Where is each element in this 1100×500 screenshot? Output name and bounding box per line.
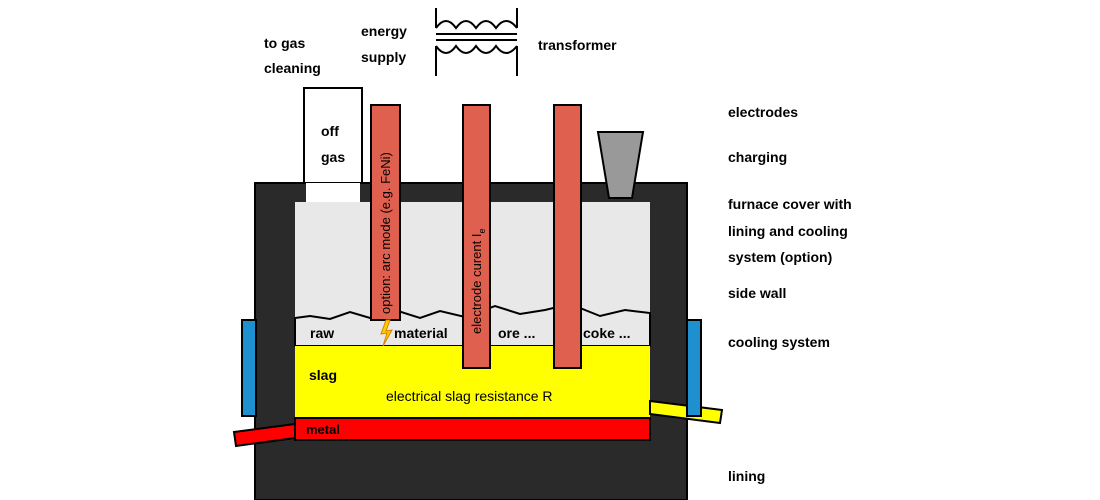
label-electrode-current-main: electrode curent I: [469, 234, 484, 334]
label-electrode-current: electrode curent Ie: [469, 229, 487, 334]
label-transformer: transformer: [538, 37, 617, 53]
label-charging: charging: [728, 149, 787, 165]
label-lining: lining: [728, 468, 765, 484]
transformer-symbol: [435, 8, 518, 76]
cooling-panel-left: [241, 319, 257, 417]
label-material: material: [394, 325, 448, 341]
label-electrode-current-sub: e: [477, 229, 487, 234]
label-slag-resistance: electrical slag resistance R: [386, 388, 553, 404]
label-raw: raw: [310, 325, 334, 341]
label-furnace-cover-1: furnace cover with: [728, 196, 852, 212]
label-to-gas: to gas: [264, 35, 305, 51]
label-side-wall: side wall: [728, 285, 786, 301]
arc-spark: [380, 319, 393, 347]
electrode-arc-mode: [370, 104, 401, 321]
metal-tap-hole: [232, 422, 296, 448]
cooling-panel-right: [686, 319, 702, 417]
label-ore: ore ...: [498, 325, 535, 341]
electrode-center: [462, 104, 491, 369]
label-slag: slag: [309, 367, 337, 383]
label-furnace-cover-2: lining and cooling: [728, 223, 848, 239]
label-gas: gas: [321, 149, 345, 165]
label-electrode-arc-mode: option: arc mode (e.g. FeNi): [378, 152, 393, 314]
label-cleaning: cleaning: [264, 60, 321, 76]
label-electrodes: electrodes: [728, 104, 798, 120]
label-metal: metal: [306, 422, 340, 437]
off-gas-opening: [306, 183, 360, 205]
label-supply: supply: [361, 49, 406, 65]
metal-layer: [294, 417, 651, 441]
charging-hopper: [596, 131, 645, 199]
label-energy: energy: [361, 23, 407, 39]
label-cooling-system: cooling system: [728, 334, 830, 350]
label-furnace-cover-3: system (option): [728, 249, 832, 265]
label-coke: coke ...: [583, 325, 630, 341]
electrode-right: [553, 104, 582, 369]
label-off: off: [321, 123, 339, 139]
